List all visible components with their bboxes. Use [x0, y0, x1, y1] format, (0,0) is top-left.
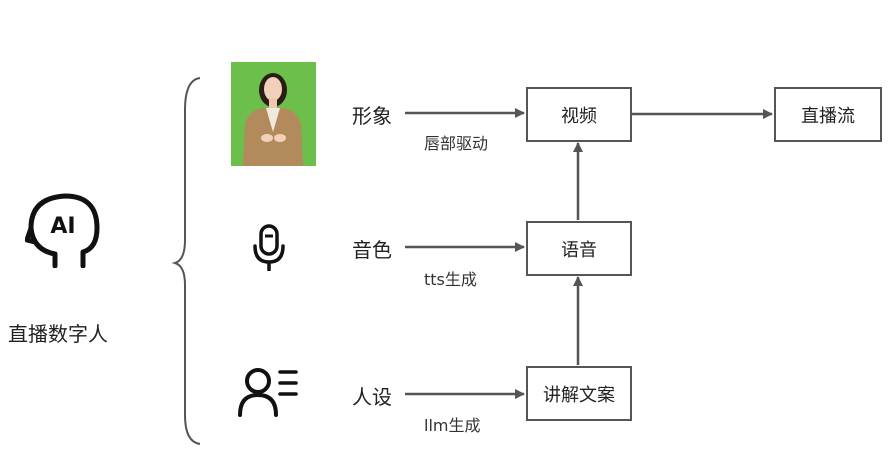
label-xingxiang: 形象	[352, 104, 392, 128]
label-yinse: 音色	[352, 238, 392, 262]
left-brace	[171, 77, 201, 445]
ai-icon-text: AI	[50, 214, 75, 239]
node-script: 讲解文案	[526, 366, 632, 421]
sublabel-llm: llm生成	[424, 416, 481, 435]
label-renshe: 人设	[352, 385, 392, 409]
node-voice: 语音	[526, 221, 632, 276]
sublabel-tts: tts生成	[424, 270, 477, 289]
ai-head-icon: AI	[24, 192, 103, 269]
node-live-stream: 直播流	[774, 87, 882, 142]
node-video: 视频	[526, 87, 632, 142]
left-title: 直播数字人	[8, 322, 108, 346]
person-profile-icon	[238, 367, 300, 417]
sublabel-lip-drive: 唇部驱动	[424, 134, 489, 153]
microphone-icon	[252, 224, 286, 274]
presenter-photo	[231, 62, 316, 166]
